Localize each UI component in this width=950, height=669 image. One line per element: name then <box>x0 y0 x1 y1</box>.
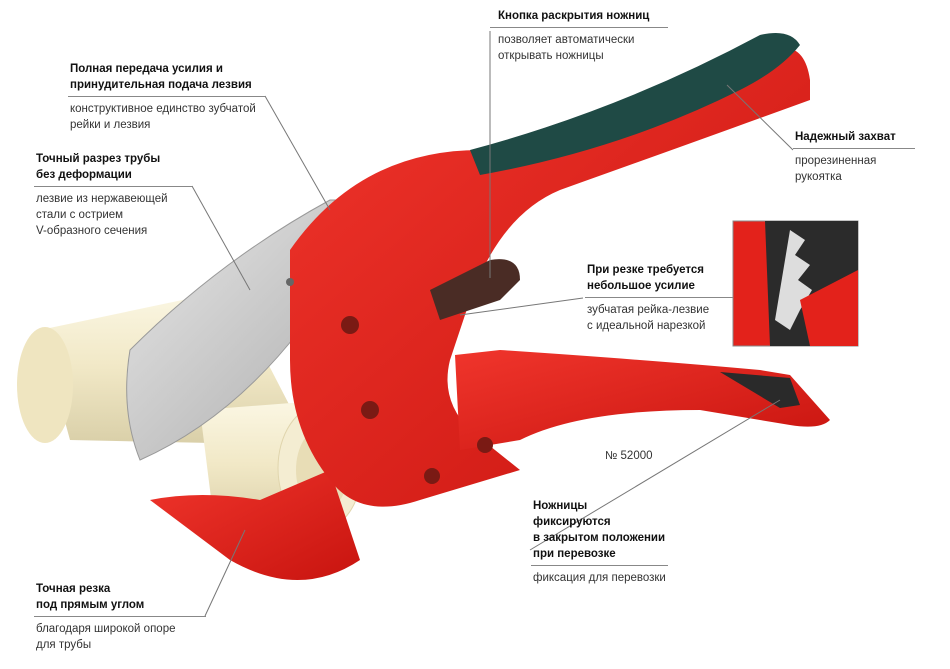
callout-title: Ножницы фиксируются в закрытом положении… <box>533 500 666 560</box>
callout-title: Полная передача усилия и принудительная … <box>70 63 252 91</box>
divider <box>34 616 206 617</box>
divider <box>531 565 668 566</box>
divider <box>68 96 266 97</box>
callout-low-effort: При резке требуется небольшое усилие зуб… <box>585 262 733 334</box>
callout-precise-cut: Точный разрез трубы без деформации лезви… <box>34 151 193 239</box>
callout-force-transfer: Полная передача усилия и принудительная … <box>68 61 266 133</box>
callout-desc: конструктивное единство зубчатой рейки и… <box>70 103 256 131</box>
callout-grip: Надежный захват прорезиненная рукоятка <box>793 129 915 185</box>
divider <box>585 297 733 298</box>
callout-desc: зубчатая рейка-лезвие с идеальной нарезк… <box>587 304 710 332</box>
callout-desc: лезвие из нержавеющей стали с острием V-… <box>36 193 168 237</box>
lower-jaw <box>150 470 360 580</box>
callout-title: Кнопка раскрытия ножниц <box>498 10 650 22</box>
model-number: № 52000 <box>605 450 653 462</box>
callout-title: Надежный захват <box>795 131 896 143</box>
divider <box>490 27 668 28</box>
callout-title: Точная резка под прямым углом <box>36 583 145 611</box>
divider <box>793 148 915 149</box>
transport-latch <box>720 372 800 408</box>
callout-title: При резке требуется небольшое усилие <box>587 264 704 292</box>
callout-desc: благодаря широкой опоре для трубы <box>36 623 176 651</box>
rubber-grip <box>470 32 800 176</box>
leader-lines <box>191 31 794 617</box>
callout-desc: прорезиненная рукоятка <box>795 155 877 183</box>
callout-title: Точный разрез трубы без деформации <box>36 153 161 181</box>
open-button <box>430 259 520 320</box>
callout-open-button: Кнопка раскрытия ножниц позволяет автома… <box>490 8 668 64</box>
rivets <box>286 278 493 484</box>
callout-transport-lock: Ножницы фиксируются в закрытом положении… <box>531 498 668 586</box>
cutter-body <box>290 47 810 507</box>
callout-right-angle: Точная резка под прямым углом благодаря … <box>34 581 206 653</box>
divider <box>34 186 193 187</box>
callout-desc: фиксация для перевозки <box>533 572 666 584</box>
callout-desc: позволяет автоматически открывать ножниц… <box>498 34 635 62</box>
detail-inset <box>732 220 859 347</box>
